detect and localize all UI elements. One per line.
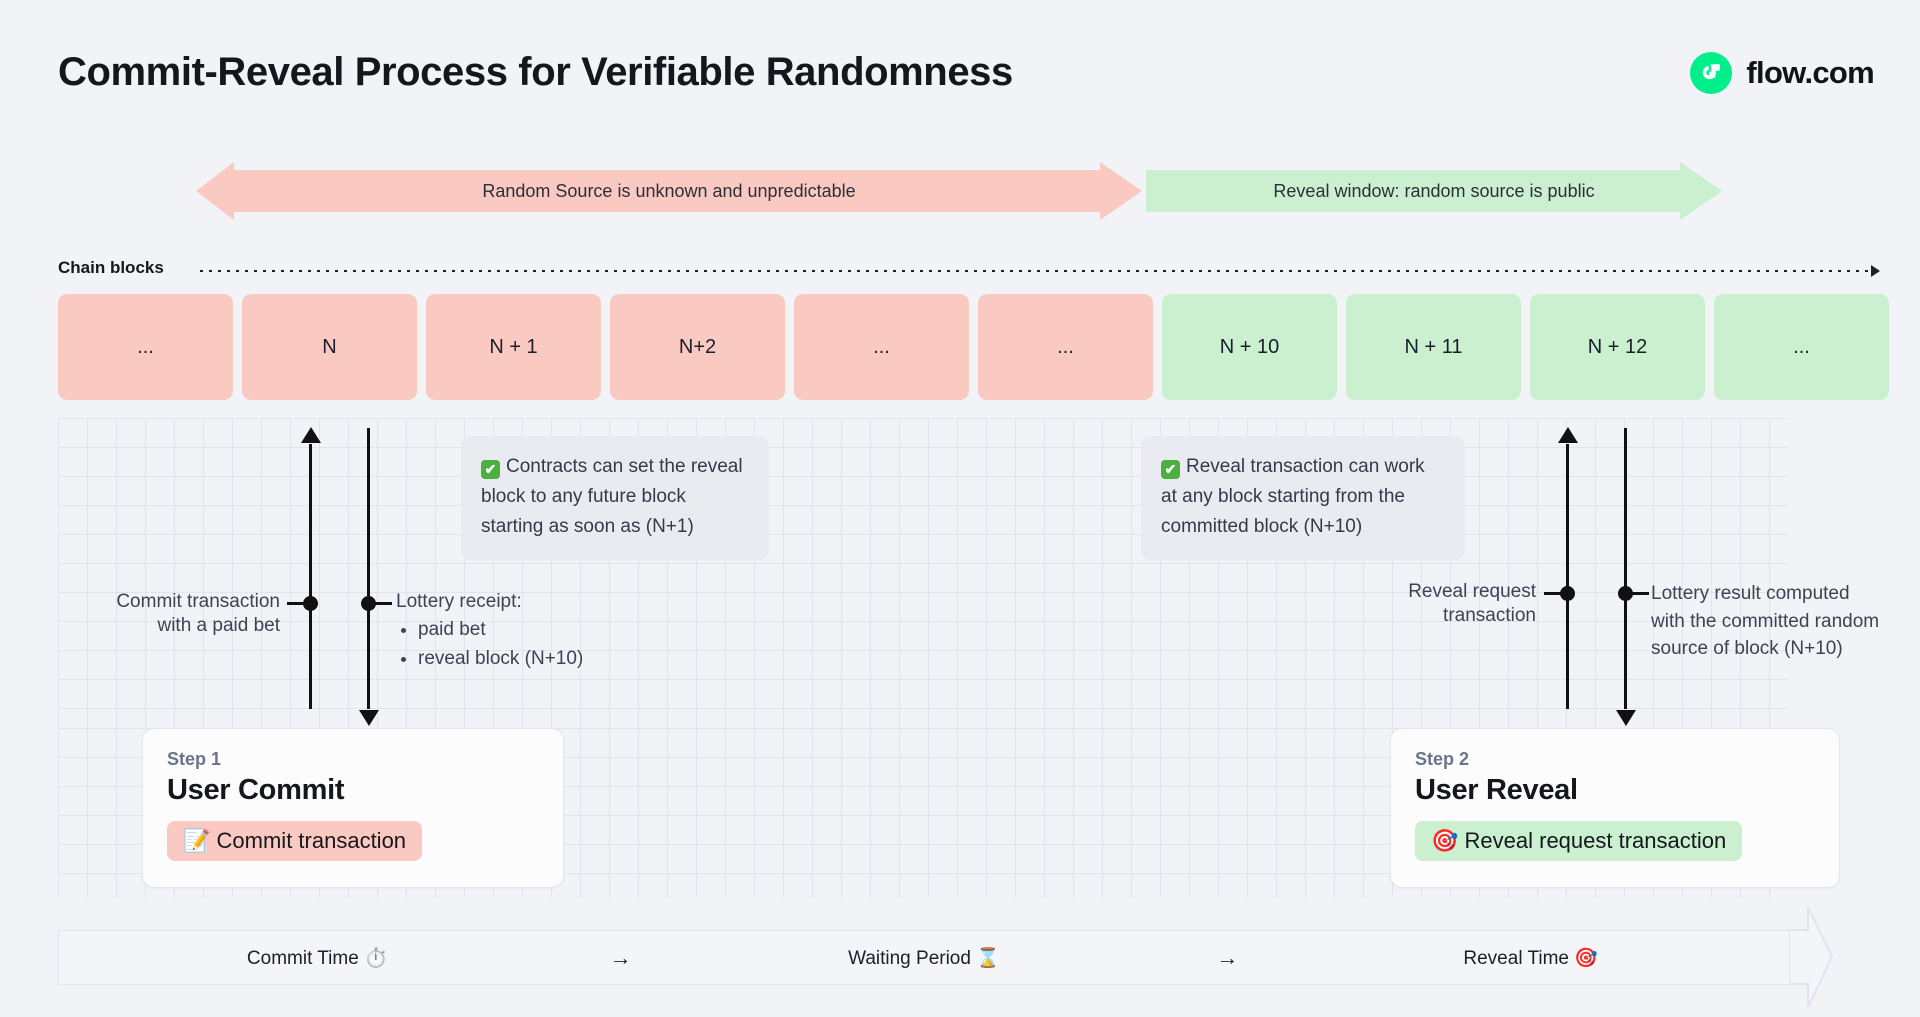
step-1-label: Step 1 <box>167 749 222 769</box>
chain-block-label: ... <box>137 335 154 358</box>
footer-segment-waiting-label: Waiting Period <box>848 947 971 969</box>
chain-block-label: N <box>322 335 337 358</box>
lottery-result-text: Lottery result computed with the committ… <box>1651 583 1880 660</box>
chain-block-label: ... <box>1057 335 1074 358</box>
step-2-label: Step 2 <box>1415 749 1470 769</box>
footer-phase-bar: Commit Time ⏱️ → Waiting Period ⌛ → Reve… <box>58 930 1790 985</box>
commit-transaction-pill-label: Commit transaction <box>216 828 407 853</box>
hourglass-icon: ⌛ <box>976 947 1000 969</box>
reveal-request-label: Reveal request transaction <box>1290 580 1536 629</box>
lottery-result-marker-line <box>1624 428 1627 709</box>
chain-block[interactable]: N + 10 <box>1162 294 1337 400</box>
list-item: reveal block (N+10) <box>418 647 696 671</box>
chain-block-label: N + 12 <box>1587 335 1648 358</box>
footer-separator-arrow-2: → <box>1216 944 1239 970</box>
step-1-title: User Commit <box>167 774 345 806</box>
commit-transaction-label: Commit transaction with a paid bet <box>40 590 280 639</box>
dart-target-icon: 🎯 <box>1431 828 1459 853</box>
footer-segment-reveal-time: Reveal Time 🎯 <box>1272 946 1789 970</box>
phase-reveal-label: Reveal window: random source is public <box>1273 180 1595 201</box>
chain-block-label: N + 10 <box>1219 335 1280 358</box>
step-2-title: User Reveal <box>1415 774 1578 806</box>
lottery-receipt-title: Lottery receipt: <box>396 591 522 612</box>
reveal-request-label-line1: Reveal request <box>1408 581 1536 602</box>
chain-block-label: ... <box>873 335 890 358</box>
footer-segment-waiting-period: Waiting Period ⌛ <box>666 946 1183 970</box>
check-mark-icon: ✔ <box>481 460 500 479</box>
commit-transaction-node <box>303 596 318 611</box>
reveal-request-pill-label: Reveal request transaction <box>1464 828 1727 853</box>
flow-logo-icon <box>1690 52 1733 94</box>
chain-block-label: N + 11 <box>1404 335 1463 358</box>
commit-transaction-pill[interactable]: 📝 Commit transaction <box>167 821 423 861</box>
commit-transaction-label-line1: Commit transaction <box>116 591 280 612</box>
lottery-result-stub <box>1631 592 1649 595</box>
background-dot-grid <box>58 418 1788 728</box>
memo-pencil-icon: 📝 <box>183 828 211 853</box>
chain-axis-dotted-arrow <box>200 265 1880 277</box>
footer-arrow-tip <box>1786 905 1833 1009</box>
chain-block[interactable]: ... <box>794 294 969 400</box>
lottery-receipt-node <box>361 596 376 611</box>
step-card-user-commit[interactable]: Step 1 User Commit 📝 Commit transaction <box>142 728 564 888</box>
phase-banner-unknown: Random Source is unknown and unpredictab… <box>196 162 1142 220</box>
list-item: paid bet <box>418 618 696 642</box>
lottery-receipt-list: paid bet reveal block (N+10) <box>396 618 696 671</box>
note-right-text: Reveal transaction can work at any block… <box>1161 456 1425 538</box>
check-mark-icon: ✔ <box>1161 460 1180 479</box>
commit-transaction-label-line2: with a paid bet <box>157 615 280 637</box>
chain-block[interactable]: N + 1 <box>426 294 601 400</box>
lottery-receipt-marker-line <box>367 428 370 709</box>
brand-name: flow.com <box>1746 55 1874 90</box>
brand-logo[interactable]: flow.com <box>1690 52 1875 94</box>
footer-segment-commit-label: Commit Time <box>246 947 359 969</box>
reveal-request-stub <box>1544 592 1562 595</box>
chain-block[interactable]: N + 12 <box>1530 294 1705 400</box>
chain-block-label: N+2 <box>678 335 717 358</box>
chain-block[interactable]: ... <box>58 294 233 400</box>
note-contracts-reveal-block: ✔Contracts can set the reveal block to a… <box>461 436 769 561</box>
commit-transaction-marker-line <box>309 444 312 709</box>
chain-blocks-label: Chain blocks <box>58 258 164 277</box>
chain-block[interactable]: N + 11 <box>1346 294 1521 400</box>
page-title: Commit-Reveal Process for Verifiable Ran… <box>58 50 1013 94</box>
lottery-receipt-stub <box>374 602 392 605</box>
commit-transaction-stub <box>287 602 305 605</box>
chain-block[interactable]: ... <box>978 294 1153 400</box>
reveal-request-label-line2: transaction <box>1443 605 1536 627</box>
lottery-result-node <box>1618 586 1633 601</box>
reveal-request-pill[interactable]: 🎯 Reveal request transaction <box>1415 821 1743 861</box>
footer-segment-commit-time: Commit Time ⏱️ <box>59 946 576 970</box>
chain-block[interactable]: N+2 <box>610 294 785 400</box>
reveal-request-node <box>1560 586 1575 601</box>
reveal-request-marker-line <box>1566 444 1569 709</box>
note-reveal-transaction-window: ✔Reveal transaction can work at any bloc… <box>1141 436 1465 561</box>
step-card-user-reveal[interactable]: Step 2 User Reveal 🎯 Reveal request tran… <box>1390 728 1840 888</box>
stopwatch-icon: ⏱️ <box>364 947 388 969</box>
chain-block-label: ... <box>1793 335 1810 358</box>
chain-block[interactable]: ... <box>1714 294 1889 400</box>
footer-segment-reveal-label: Reveal Time <box>1463 947 1569 969</box>
note-left-text: Contracts can set the reveal block to an… <box>481 456 743 538</box>
footer-separator-arrow-1: → <box>609 944 632 970</box>
phase-unknown-label: Random Source is unknown and unpredictab… <box>482 180 856 201</box>
dart-target-icon: 🎯 <box>1574 947 1598 969</box>
lottery-result-label: Lottery result computed with the committ… <box>1651 580 1881 663</box>
chain-block-label: N + 1 <box>489 335 538 358</box>
chain-blocks-row: ... N N + 1 N+2 ... ... N + 10 N + 11 N … <box>58 294 1889 400</box>
chain-block[interactable]: N <box>242 294 417 400</box>
lottery-receipt-label: Lottery receipt: paid bet reveal block (… <box>396 590 696 671</box>
phase-banner-reveal: Reveal window: random source is public <box>1146 162 1722 220</box>
